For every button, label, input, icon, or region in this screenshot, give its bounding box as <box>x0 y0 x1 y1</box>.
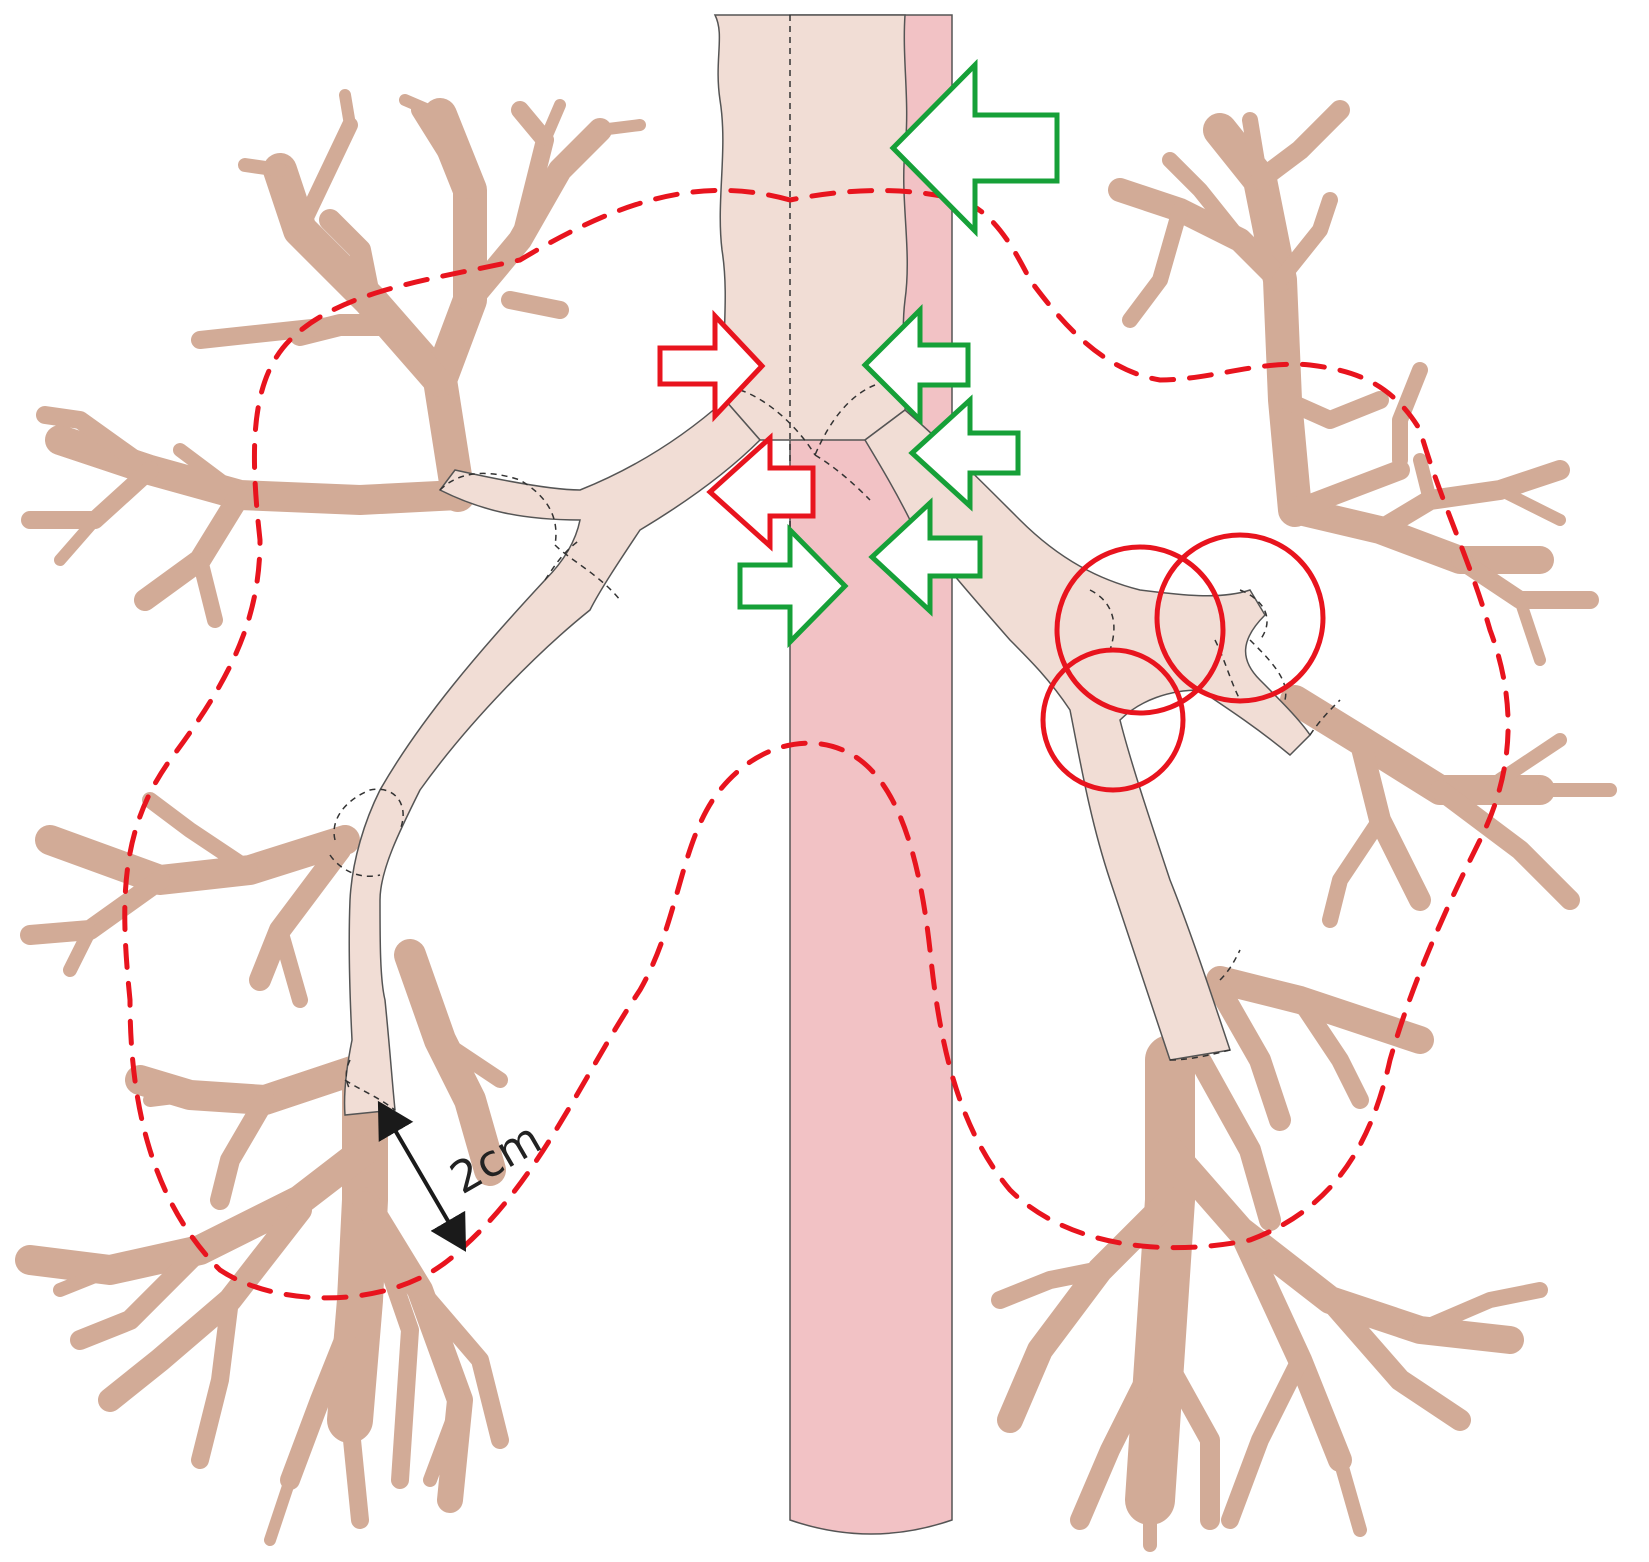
red-circle-marker <box>1154 532 1326 704</box>
right-middle-branches <box>1280 685 1617 928</box>
red-hollow-arrow-icon <box>706 432 816 552</box>
scale-double-arrow <box>377 1100 467 1252</box>
red-hollow-arrow-icon <box>657 309 766 423</box>
resection-boundary <box>122 187 1511 1301</box>
red-circle-marker <box>1040 647 1186 793</box>
green-hollow-arrow-icon <box>868 497 983 617</box>
red-arrows <box>657 309 816 552</box>
left-lower-branches <box>15 939 509 1546</box>
right-upper-branches <box>1108 100 1599 666</box>
green-hollow-arrow-icon <box>889 58 1060 238</box>
red-circle-markers <box>1040 532 1326 793</box>
green-hollow-arrow-icon <box>861 303 971 427</box>
left-middle-branches <box>20 792 360 1008</box>
left-upper-branches <box>21 89 646 628</box>
segment-junction-lines <box>329 15 1341 1111</box>
green-arrows <box>737 58 1060 649</box>
red-circle-marker <box>1054 544 1226 716</box>
scale-label: 2cm <box>442 1113 550 1205</box>
left-boundary <box>122 187 1511 1301</box>
left-main-bronchus <box>343 398 762 1116</box>
green-hollow-arrow-icon <box>737 523 849 649</box>
right-lower-branches <box>991 966 1548 1552</box>
green-hollow-arrow-icon <box>908 394 1021 512</box>
